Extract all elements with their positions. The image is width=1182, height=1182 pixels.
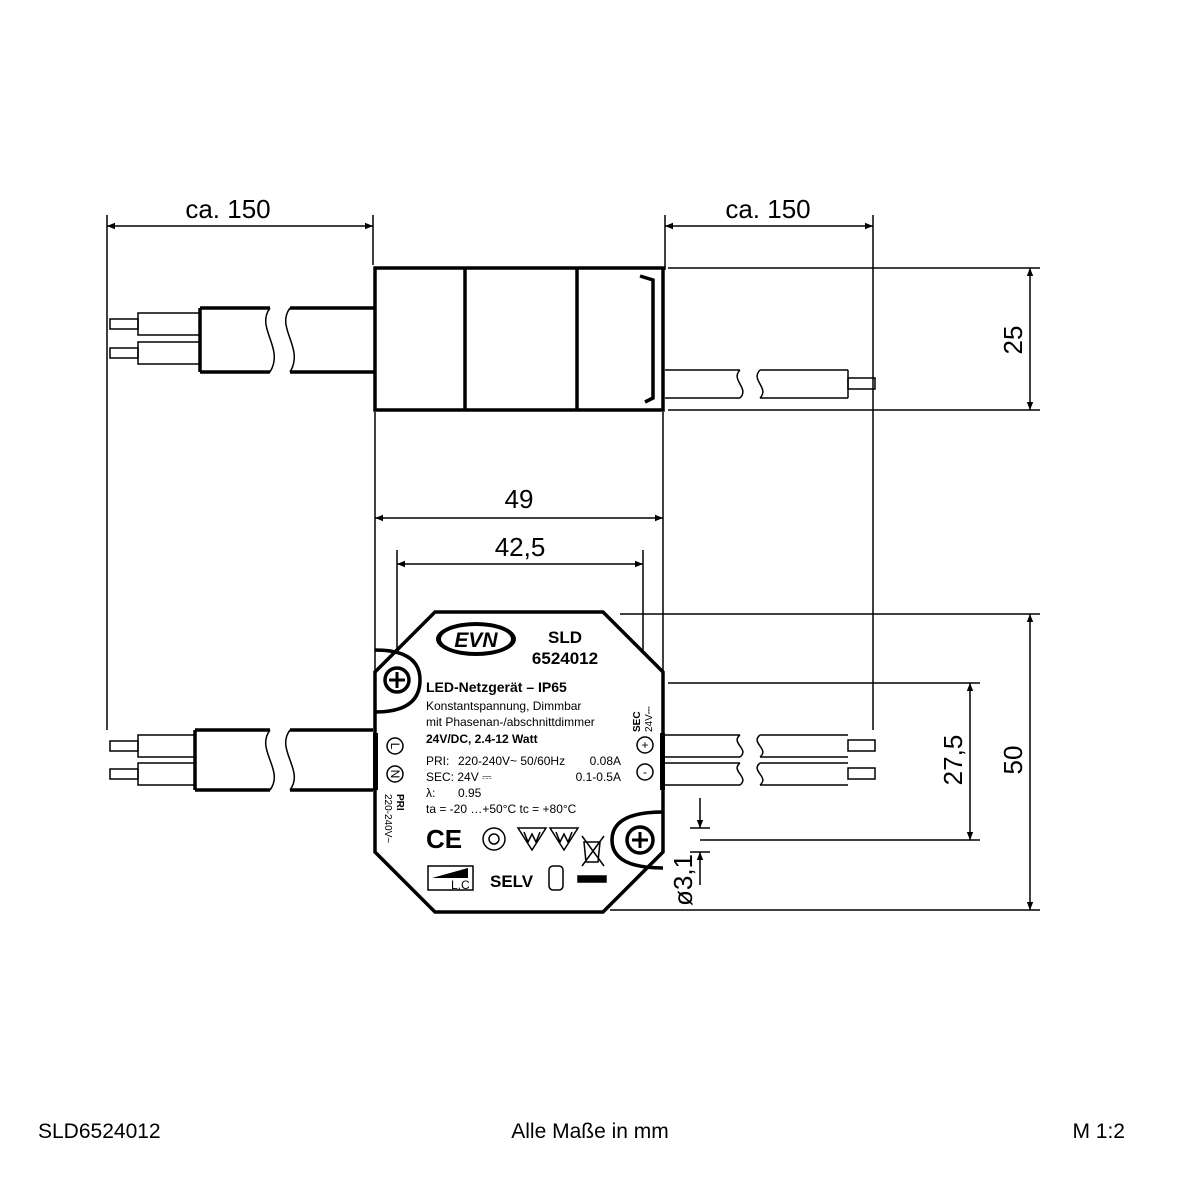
dim-hole-diameter: ø3,1	[668, 854, 698, 906]
units-note: Alle Maße in mm	[511, 1120, 669, 1143]
terminal-plus	[636, 736, 654, 754]
strain-relief	[639, 274, 655, 404]
dim-hole-spacing: 42,5	[495, 532, 546, 562]
svg-text:EVN: EVN	[454, 629, 498, 652]
pri-current: 0.08A	[590, 754, 621, 768]
selv-label: SELV	[490, 872, 534, 891]
left-cable	[109, 306, 375, 374]
label-desc1: Konstantspannung, Dimmbar	[426, 699, 581, 713]
mount-lug	[610, 810, 664, 870]
dim-hole-offset: 27,5	[938, 735, 968, 786]
pri-value: 220-240V~ 50/60Hz	[458, 754, 565, 768]
transformer-icon	[548, 865, 564, 891]
sec-side: SEC	[632, 711, 643, 732]
top-view	[109, 266, 876, 412]
right-cable-front	[665, 734, 876, 786]
svg-text:-: -	[643, 765, 647, 779]
dim-depth: 50	[998, 746, 1028, 775]
terminal-l	[386, 737, 404, 755]
mount-lug	[374, 648, 422, 714]
dimension-lines	[106, 215, 1040, 911]
svg-text:L,C: L,C	[451, 878, 470, 892]
pri-side-voltage: 220-240V~	[382, 794, 393, 843]
class-ii-icon	[482, 827, 506, 851]
svg-text:N: N	[388, 770, 402, 779]
pri-label: PRI:	[426, 754, 449, 768]
lambda-label: λ:	[426, 786, 435, 800]
model-line2: 6524012	[532, 649, 598, 668]
terminal-n	[386, 765, 404, 783]
scale: M 1:2	[1072, 1120, 1125, 1143]
sec-label: SEC: 24V ⎓	[426, 770, 492, 784]
pri-side: PRI	[394, 794, 405, 811]
right-cable	[665, 369, 876, 399]
terminal-minus	[636, 763, 654, 781]
label-rating: 24V/DC, 2.4-12 Watt	[426, 732, 538, 746]
svg-text:+: +	[641, 738, 648, 752]
label-title: LED-Netzgerät – IP65	[426, 679, 567, 695]
svg-text:L: L	[388, 743, 402, 750]
dimmable-lc-icon: L,C	[427, 865, 474, 892]
sec-current: 0.1-0.5A	[576, 770, 621, 784]
sec-side-voltage: 24V⎓	[644, 706, 655, 732]
temperature-range: ta = -20 …+50°C tc = +80°C	[426, 802, 577, 816]
left-cable-front	[109, 728, 373, 792]
model-line1: SLD	[548, 628, 582, 647]
lambda-value: 0.95	[458, 786, 482, 800]
screw-icon	[383, 666, 411, 694]
ce-mark-icon: CE	[426, 824, 462, 854]
evn-logo: EVN	[436, 622, 516, 656]
screw-icon	[625, 825, 655, 855]
dim-width: 49	[505, 484, 534, 514]
dim-cable-left: ca. 150	[185, 194, 270, 224]
article-number: SLD6524012	[38, 1120, 161, 1143]
dim-height: 25	[998, 326, 1028, 355]
weee-bin-icon	[577, 835, 607, 883]
dim-cable-right: ca. 150	[725, 194, 810, 224]
label-desc2: mit Phasenan-/abschnittdimmer	[426, 715, 595, 729]
housing-side	[373, 266, 665, 412]
furniture-mark-icon	[516, 827, 580, 852]
front-view: EVN SLD 6524012 LED-Netzgerät – IP65 Kon…	[109, 610, 876, 914]
